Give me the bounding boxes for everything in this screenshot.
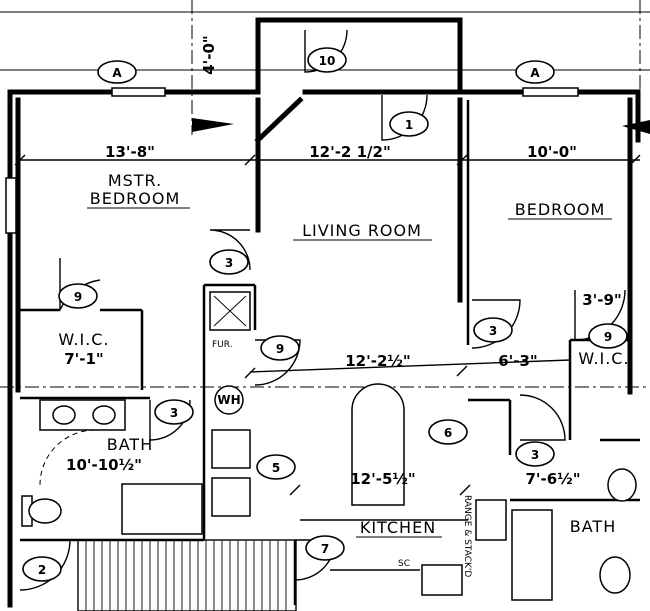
bath-master-label: BATH [107, 435, 153, 454]
svg-text:5: 5 [272, 461, 280, 475]
svg-text:9: 9 [276, 342, 284, 356]
svg-text:3: 3 [170, 406, 178, 420]
svg-text:3: 3 [225, 256, 233, 270]
kitchen-island [351, 383, 405, 506]
window-side [5, 177, 17, 234]
dim-wic-bedroom: 3'-9" [582, 291, 622, 309]
door-tag-1 [389, 111, 429, 137]
range [475, 499, 507, 541]
water-heater-label: WH [217, 393, 240, 407]
svg-text:1: 1 [405, 118, 413, 132]
door-tag-3-living [209, 249, 249, 275]
door-tag-2 [22, 556, 62, 582]
window-tag-a-left [97, 60, 137, 84]
door-tag-9-wic2 [588, 323, 628, 349]
door-tag-3-bedroom [473, 317, 513, 343]
second-tub [511, 509, 553, 601]
svg-text:2: 2 [38, 563, 46, 577]
dim-living-lower: 12'-2½" [345, 352, 410, 370]
dryer [211, 477, 251, 517]
dim-bath-master: 10'-10½" [66, 456, 142, 474]
window-left [111, 87, 166, 97]
dim-living-width: 12'-2 1/2" [309, 143, 391, 161]
svg-text:3: 3 [531, 448, 539, 462]
door-tag-3-bath [154, 399, 194, 425]
svg-text:6: 6 [444, 426, 452, 440]
stairs [77, 539, 297, 611]
door-tags: 1 2 3 3 3 3 5 6 7 9 9 9 10 [22, 47, 628, 582]
door-tag-3-bath2 [515, 441, 555, 467]
room-labels: MSTR. BEDROOM LIVING ROOM BEDROOM W.I.C.… [58, 171, 629, 538]
window-tags: A A [97, 60, 555, 84]
dim-bedroom-width: 10'-0" [527, 143, 577, 161]
wic-bedroom-label: W.I.C. [578, 349, 629, 368]
door-tag-9-hall [260, 335, 300, 361]
svg-text:10: 10 [319, 54, 336, 68]
second-toilet [599, 556, 631, 594]
door-tag-5 [256, 454, 296, 480]
svg-text:9: 9 [604, 330, 612, 344]
door-tag-9-wic [58, 283, 98, 309]
dimension-labels: 13'-8" 12'-2 1/2" 10'-0" 7'-1" 3'-9" 12'… [64, 35, 622, 488]
dim-porch: 4'-0" [200, 35, 218, 75]
kitchen-label: KITCHEN [360, 518, 436, 537]
svg-text:A: A [112, 66, 122, 80]
dim-hall: 6'-3" [498, 352, 538, 370]
dim-bath-second: 7'-6½" [525, 470, 580, 488]
wic-master-label: W.I.C. [58, 330, 109, 349]
exterior-walls [7, 17, 641, 608]
bedroom-label: BEDROOM [515, 200, 606, 219]
master-bedroom-label-line1: MSTR. [108, 171, 162, 190]
door-tag-6 [428, 419, 468, 445]
fixtures [21, 291, 637, 601]
water-heater [214, 385, 244, 415]
door-tag-10 [307, 47, 347, 73]
master-tub [121, 483, 203, 535]
bath-second-label: BATH [570, 517, 616, 536]
svg-text:3: 3 [489, 324, 497, 338]
dimension-ticks [14, 154, 641, 496]
section-arrow-left [192, 118, 234, 132]
second-vanity [607, 468, 637, 502]
range-label: RANGE & STACK'D [462, 495, 472, 577]
master-bedroom-label-line2: BEDROOM [90, 189, 181, 208]
door-tag-7 [305, 535, 345, 561]
window-tag-a-right [515, 60, 555, 84]
dim-master-width: 13'-8" [105, 143, 155, 161]
svg-text:9: 9 [74, 290, 82, 304]
window-right [522, 87, 579, 97]
svg-text:A: A [530, 66, 540, 80]
counter-mark: SC [398, 559, 410, 569]
dim-wic-master: 7'-1" [64, 350, 104, 368]
washer [211, 429, 251, 469]
living-room-label: LIVING ROOM [302, 221, 422, 240]
svg-text:7: 7 [321, 542, 329, 556]
dim-kitchen: 12'-5½" [350, 470, 415, 488]
kitchen-sink [421, 564, 463, 596]
furnace-label: FUR. [212, 340, 233, 350]
